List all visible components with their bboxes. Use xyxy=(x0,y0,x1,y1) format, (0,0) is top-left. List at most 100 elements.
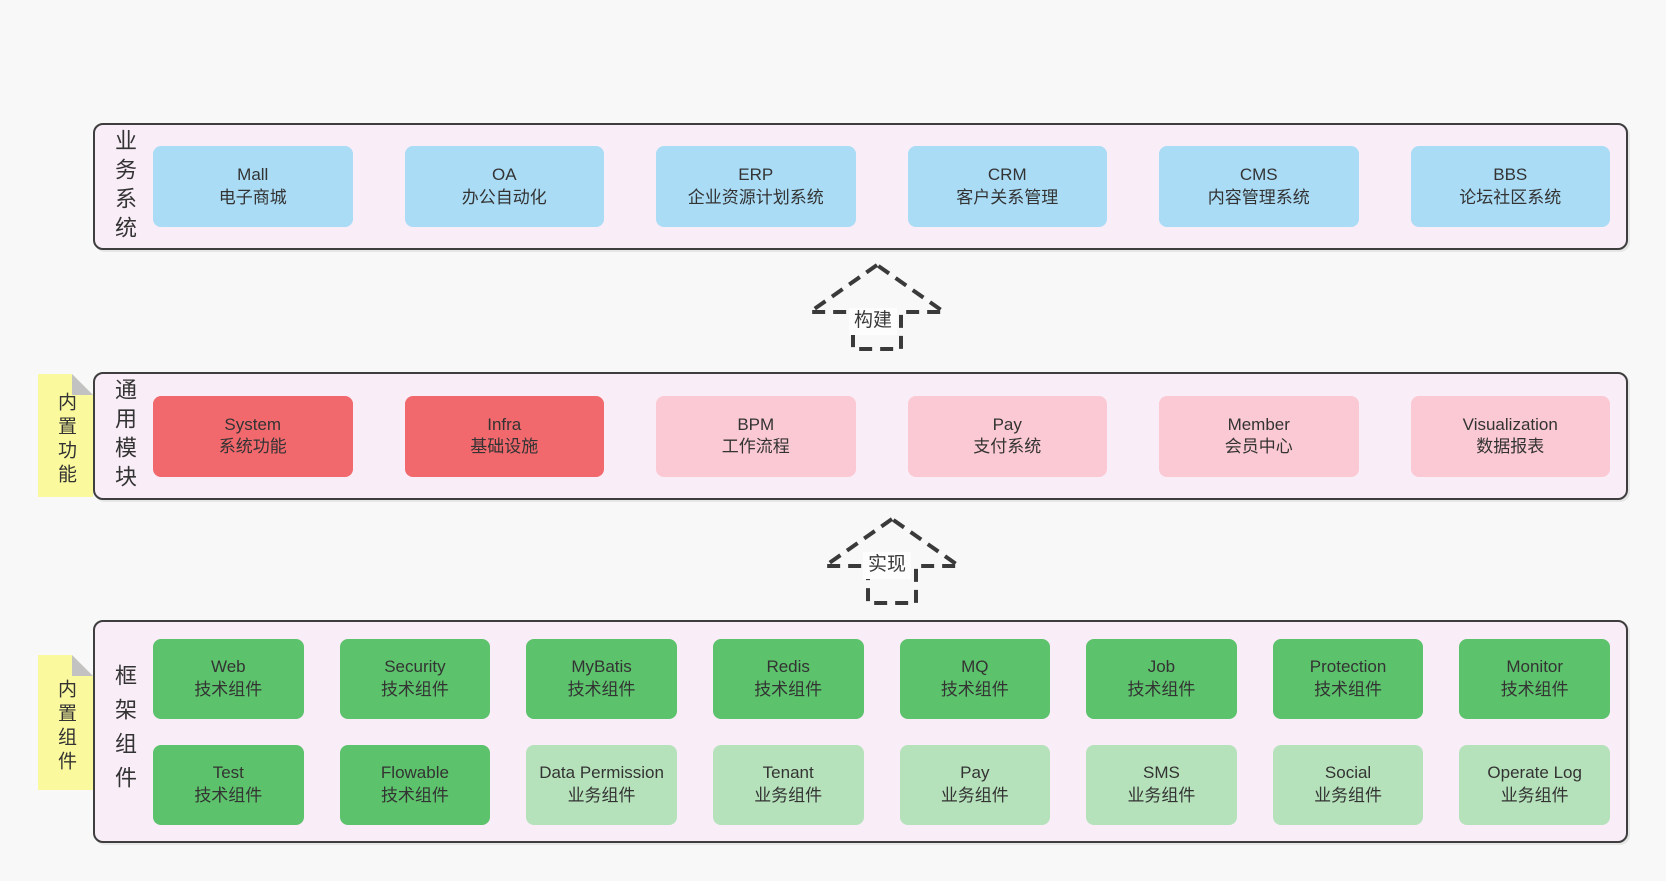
node-subtitle: 会员中心 xyxy=(1224,437,1293,456)
node-title: Member xyxy=(1227,414,1290,434)
node-member: Member 会员中心 xyxy=(1159,395,1359,477)
node-subtitle: 业务组件 xyxy=(1127,785,1196,805)
node-title: SMS xyxy=(1143,763,1180,783)
node-subtitle: 工作流程 xyxy=(721,437,790,456)
node-title: Protection xyxy=(1309,657,1387,677)
node-bpm: BPM 工作流程 xyxy=(656,395,856,477)
node-subtitle: 业务组件 xyxy=(1500,785,1569,805)
node-subtitle: 技术组件 xyxy=(1500,679,1569,699)
node-title: Social xyxy=(1324,763,1372,783)
layer-title-column: 通用模块 xyxy=(95,374,153,498)
arrow-build-label: 构建 xyxy=(849,308,898,335)
node-title: ERP xyxy=(738,165,774,185)
node-title: Redis xyxy=(766,657,810,677)
layer-title: 业务系统 xyxy=(112,128,137,245)
node-subtitle: 业务组件 xyxy=(1314,785,1383,805)
node-title: CRM xyxy=(987,165,1027,185)
node-title: Web xyxy=(210,657,246,677)
sticky-note-text: 内置组件 xyxy=(55,678,76,775)
node-title: Flowable xyxy=(380,763,449,783)
node-subtitle: 技术组件 xyxy=(1127,679,1196,699)
node-subtitle: 支付系统 xyxy=(973,437,1042,456)
node-subtitle: 办公自动化 xyxy=(461,187,547,207)
node-subtitle: 企业资源计划系统 xyxy=(687,187,824,207)
node-title: Tenant xyxy=(762,763,814,783)
node-subtitle: 客户关系管理 xyxy=(956,187,1059,207)
node-title: Monitor xyxy=(1506,657,1564,677)
node-subtitle: 技术组件 xyxy=(194,785,263,805)
node-subtitle: 技术组件 xyxy=(567,679,636,699)
up-arrow-implement-icon xyxy=(821,516,963,605)
node-title: CMS xyxy=(1239,165,1278,185)
node-title: BBS xyxy=(1493,165,1528,185)
node-subtitle: 电子商城 xyxy=(218,187,287,207)
layer-title-column: 框架组件 xyxy=(95,622,153,841)
node-subtitle: 技术组件 xyxy=(940,679,1009,699)
node-title: Operate Log xyxy=(1487,763,1582,783)
layer-title: 通用模块 xyxy=(112,378,137,494)
node-title: Data Permission xyxy=(539,763,664,783)
node-title: Job xyxy=(1147,657,1176,677)
node-title: Pay xyxy=(960,763,990,783)
node-title: BPM xyxy=(737,414,775,434)
node-title: MQ xyxy=(961,657,989,677)
node-pay: Pay 支付系统 xyxy=(907,395,1107,477)
node-title: Pay xyxy=(992,414,1022,434)
node-subtitle: 内容管理系统 xyxy=(1207,187,1310,207)
node-visualization: Visualization 数据报表 xyxy=(1410,395,1610,477)
node-title: OA xyxy=(491,165,517,185)
node-title: MyBatis xyxy=(571,657,632,677)
node-subtitle: 系统功能 xyxy=(218,437,287,456)
layer-title-column: 业务系统 xyxy=(95,125,153,248)
node-title: Mall xyxy=(237,165,269,185)
node-title: Test xyxy=(212,763,244,783)
node-title: Visualization xyxy=(1462,414,1558,434)
node-subtitle: 论坛社区系统 xyxy=(1459,187,1562,207)
node-subtitle: 数据报表 xyxy=(1476,437,1545,456)
arrow-implement-label: 实现 xyxy=(863,552,912,579)
sticky-note-builtin-functions: 内置功能 xyxy=(38,374,93,497)
sticky-note-text: 内置功能 xyxy=(55,391,76,488)
node-subtitle: 基础设施 xyxy=(470,437,539,456)
node-title: Security xyxy=(384,657,446,677)
node-subtitle: 业务组件 xyxy=(754,785,823,805)
layer-title: 框架组件 xyxy=(112,663,137,800)
node-subtitle: 业务组件 xyxy=(940,785,1009,805)
node-subtitle: 技术组件 xyxy=(1314,679,1383,699)
node-subtitle: 技术组件 xyxy=(380,679,449,699)
node-subtitle: 业务组件 xyxy=(567,785,636,805)
up-arrow-build-icon xyxy=(806,262,948,351)
node-subtitle: 技术组件 xyxy=(380,785,449,805)
sticky-note-builtin-components: 内置组件 xyxy=(38,655,93,790)
node-subtitle: 技术组件 xyxy=(754,679,823,699)
